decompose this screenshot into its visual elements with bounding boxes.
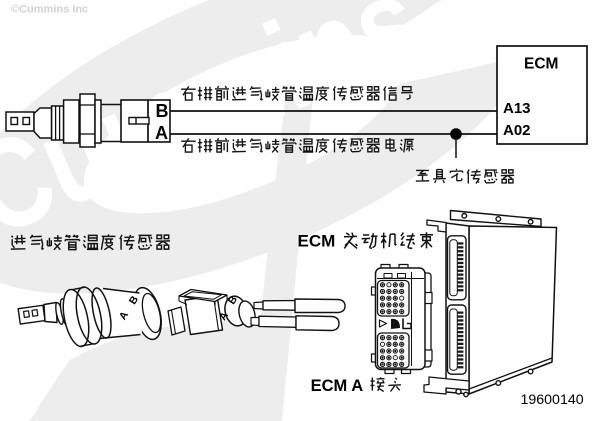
svg-text:19600140: 19600140 [521,392,584,408]
svg-text:ECM: ECM [524,56,558,73]
svg-text:B: B [156,101,169,121]
svg-text:ECM: ECM [298,232,336,251]
svg-text:A: A [155,123,168,143]
svg-text:ECM A: ECM A [311,377,364,395]
svg-text:A02: A02 [503,122,531,139]
svg-text:©Cummins Inc: ©Cummins Inc [11,4,88,16]
svg-text:A13: A13 [503,100,531,117]
